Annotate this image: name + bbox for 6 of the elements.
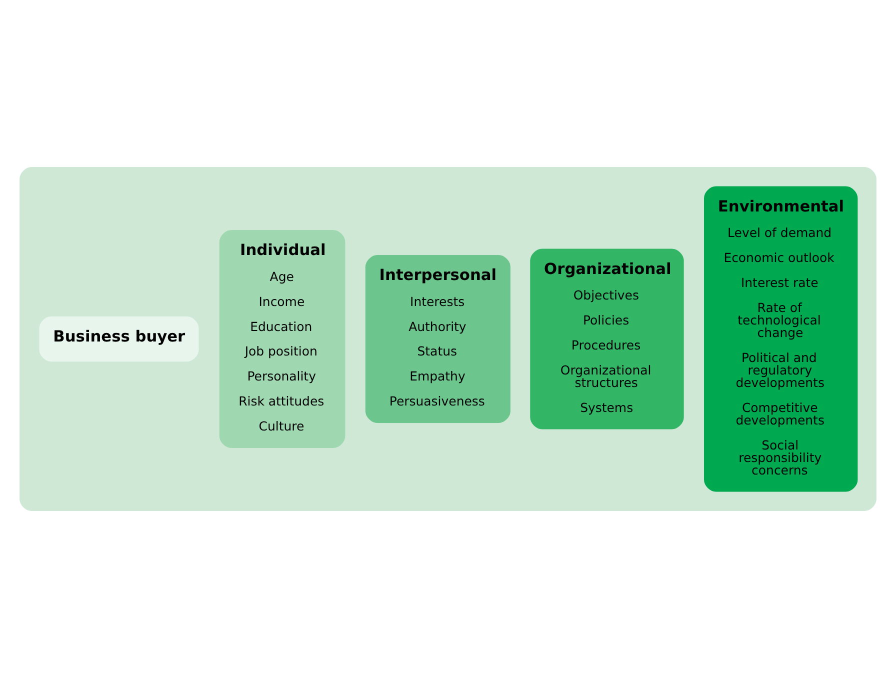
node-box: Business buyer <box>39 316 199 362</box>
cluster <box>20 167 876 511</box>
node-box: Individual Age Income Education Job position Personality Risk attitudes Culture <box>219 230 346 448</box>
node-box: Organizational Objectives Policies Procedures Organizational structures Systems <box>530 248 684 430</box>
node-box: Environmental Level of demand Economic outlook Interest rate Rate of technological change Political and regulatory developments Competitive developments Social responsibility concerns <box>704 186 858 492</box>
node-box: Interpersonal Interests Authority Status Empathy Persuasiveness <box>365 254 510 424</box>
